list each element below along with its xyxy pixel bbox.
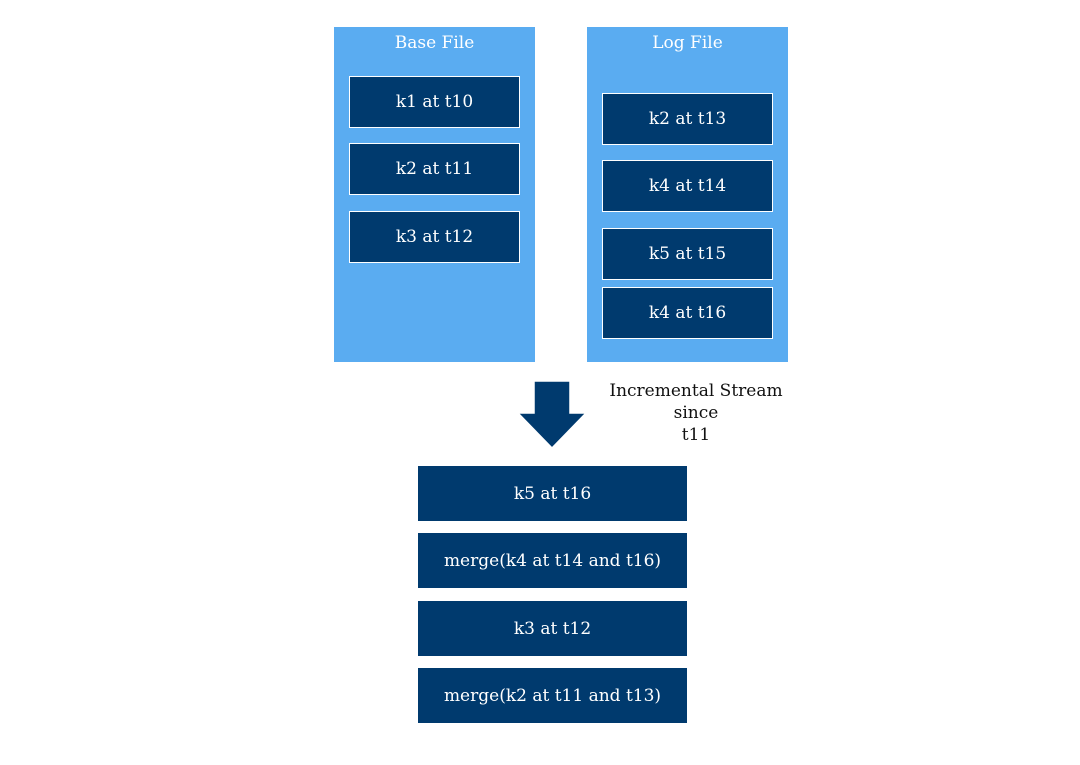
base-file-panel: Base File k1 at t10 k2 at t11 k3 at t12 <box>334 27 535 362</box>
down-arrow-icon <box>517 380 587 450</box>
caption-line-2: since <box>673 403 719 423</box>
output-record-2: merge(k4 at t14 and t16) <box>418 533 687 588</box>
log-record-4: k4 at t16 <box>602 287 773 339</box>
base-record-3: k3 at t12 <box>349 211 520 263</box>
output-record-1: k5 at t16 <box>418 466 687 521</box>
log-record-3: k5 at t15 <box>602 228 773 280</box>
base-file-title: Base File <box>394 33 475 53</box>
caption-line-3: t11 <box>681 425 711 445</box>
log-record-2: k4 at t14 <box>602 160 773 212</box>
base-record-1: k1 at t10 <box>349 76 520 128</box>
log-file-title: Log File <box>652 33 723 53</box>
log-file-panel: Log File k2 at t13 k4 at t14 k5 at t15 k… <box>587 27 788 362</box>
caption-line-1: Incremental Stream <box>609 381 783 401</box>
incremental-stream-caption: Incremental Stream since t11 <box>606 380 786 446</box>
log-record-1: k2 at t13 <box>602 93 773 145</box>
base-record-2: k2 at t11 <box>349 143 520 195</box>
output-record-4: merge(k2 at t11 and t13) <box>418 668 687 723</box>
output-record-3: k3 at t12 <box>418 601 687 656</box>
